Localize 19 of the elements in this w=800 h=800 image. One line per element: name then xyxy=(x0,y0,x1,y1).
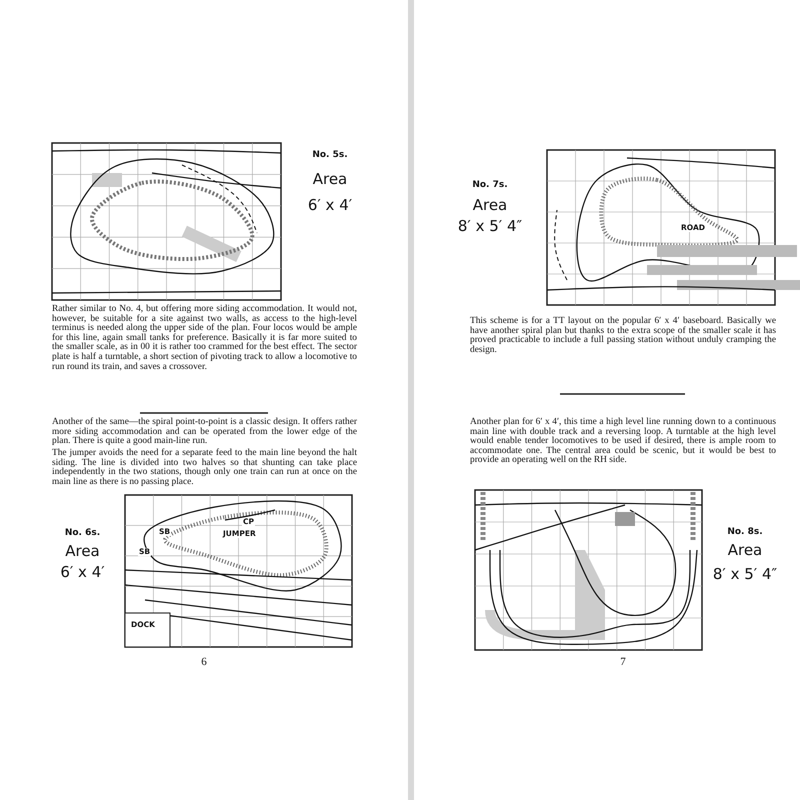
plan-number: No. 7s. xyxy=(471,180,509,190)
page-number: 6 xyxy=(200,656,208,668)
area-dimensions: 6′ x 4′ xyxy=(59,563,106,581)
description-paragraph: Rather similar to No. 4, but offering more siding accommodation. It would not, however, be suitable for a site against two walls, as access to the high-level terminus is needed along the upper side of the plan. Four locos would be ample for this line, again small tanks for preference. Basically it is far more suited to the smaller scale, as in 00 it is rather too crammed for the best effect. The sector plate is half a turntable, a short section of pivoting track to allow a locomotive to run round its train, and saves a crossover. xyxy=(52,305,357,372)
area-label: Area xyxy=(312,170,348,188)
area-dimensions: 8′ x 5′ 4″ xyxy=(456,217,524,235)
description-paragraph: This scheme is for a TT layout on the popular 6′ x 4′ baseboard. Basically we have another spiral plan but thanks to the extra scope of the smaller scale it has proved practicable to include a full passing station without unduly cramping the design. xyxy=(470,317,776,356)
area-label: Area xyxy=(472,196,508,214)
description-paragraph: Another of the same—the spiral point-to-point is a classic design. It offers rather more siding accommodation and can be operated from the lower edge of the plan. There is quite a good main-line run. xyxy=(52,418,357,447)
area-dimensions: 8′ x 5′ 4″ xyxy=(712,565,778,583)
area-dimensions: 6′ x 4′ xyxy=(306,196,354,214)
description-paragraph: Another plan for 6′ x 4′, this time a high level line running down to a continuous main line with double track and a reversing loop. A turntable at the high level would enable tender locomotives to be used if desired, there is ample room to accommodate one. The central area could be scenic, but it would be best to provide an operating well on the RH side. xyxy=(470,418,776,466)
plan-number: No. 6s. xyxy=(64,528,102,538)
page-number: 7 xyxy=(619,656,627,668)
description-paragraph: The jumper avoids the need for a separate feed to the main line beyond the halt siding. The line is divided into two halves so that shunting can take place independently in the two stations, though only one train can run at once on the main line as there is no passing place. xyxy=(52,449,357,488)
plan-number: No. 8s. xyxy=(726,527,764,537)
area-label: Area xyxy=(64,542,101,560)
area-label: Area xyxy=(726,541,764,559)
plan-number: No. 5s. xyxy=(311,150,349,160)
